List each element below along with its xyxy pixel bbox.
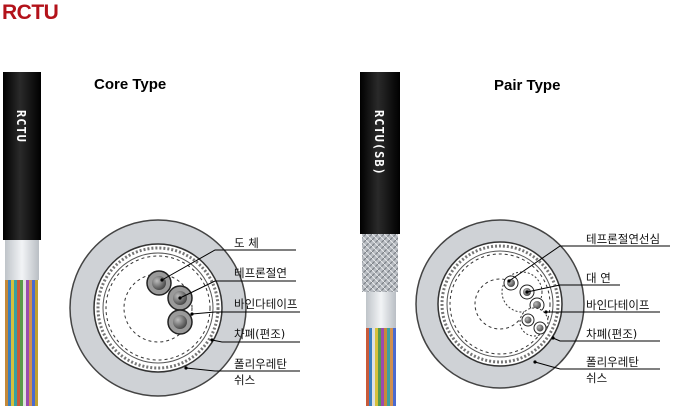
page-title: RCTU [2,1,59,24]
pair-callout-binder-tape: 바인다테이프 [586,298,650,312]
pair-type-heading: Pair Type [494,77,561,94]
pair-cable-wires [366,328,396,406]
pair-leader-lines [508,245,670,370]
core-callout-polyurethane: 폴리우레탄 [234,357,287,371]
core-cable-jacket [3,72,41,240]
core-callout-binder-tape: 바인다테이프 [234,297,298,311]
core-callout-shield-braid: 차폐(편조) [234,327,286,341]
core-cable-print: RCTU [14,110,28,143]
pair-callout-shield-braid: 차폐(편조) [586,327,638,341]
pair-cable-print: RCTU(SB) [372,110,386,176]
core-cable-wires [5,280,38,406]
core-leader-lines [161,249,300,372]
core-cable-sheath [5,240,39,280]
pair-callout-polyurethane: 폴리우레탄 [586,355,639,369]
core-binder-tape [105,255,211,361]
pair-cable-jacket [360,72,400,234]
core-cross-section [69,219,300,397]
core-cable-photo [3,72,41,406]
pair-cable-braid [362,234,398,292]
pair-cable-sheath [366,292,396,328]
pair-cross-section [415,219,670,389]
pair-callout-teflon-insulated-core: 테프론절연선심 [586,232,661,246]
pair-binder-tape [449,253,551,355]
pair-callout-twisted-pair: 대 연 [586,271,611,285]
core-type-heading: Core Type [94,76,167,93]
core-callout-sheath: 쉬스 [234,373,256,387]
pair-callout-sheath: 쉬스 [586,371,608,385]
core-callout-teflon-insulation: 테프론절연 [234,266,287,280]
pair-cable-photo [360,72,400,406]
core-callout-conductor: 도 체 [234,236,259,250]
